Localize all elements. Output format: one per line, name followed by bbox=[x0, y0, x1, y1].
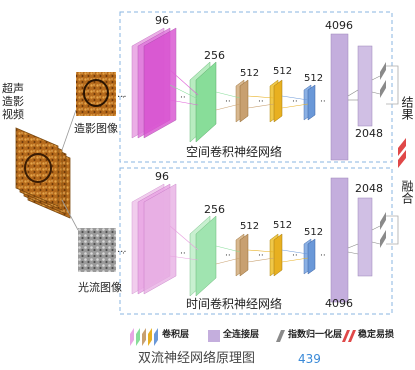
svg-text:·: · bbox=[122, 93, 125, 103]
diagram-caption: 双流神经网络原理图 bbox=[138, 351, 256, 366]
spatial-conv2-size: 256 bbox=[204, 49, 225, 62]
fusion-label: 融合 bbox=[400, 180, 414, 204]
legend-fc-label: 全连接层 bbox=[223, 330, 260, 340]
temporal-conv2-size: 256 bbox=[204, 203, 225, 216]
temporal-norm-layer-a bbox=[380, 212, 386, 230]
contrast-image-thumbnail bbox=[76, 72, 116, 116]
temporal-conv3-layer bbox=[235, 233, 249, 277]
spatial-fc1-size: 4096 bbox=[325, 19, 353, 32]
svg-text:··: ·· bbox=[225, 97, 231, 107]
temporal-fc-4096 bbox=[330, 177, 349, 303]
svg-text:··: ·· bbox=[258, 97, 264, 107]
contrast-image-label: 造影图像 bbox=[74, 122, 118, 135]
svg-text:··: ·· bbox=[292, 97, 298, 107]
temporal-conv2-layer bbox=[189, 215, 217, 297]
spatial-fc-4096 bbox=[330, 33, 349, 161]
temporal-conv5-layer bbox=[303, 238, 316, 275]
legend-norm-label: 指数归一化层 bbox=[288, 330, 343, 340]
legend-norm-swatch bbox=[276, 330, 285, 342]
legend-fc-swatch bbox=[208, 330, 220, 342]
spatial-conv2-layer bbox=[189, 61, 217, 143]
temporal-conv1-size: 96 bbox=[155, 170, 169, 183]
svg-text:··: ·· bbox=[292, 251, 298, 261]
spatial-fc2-size: 2048 bbox=[355, 127, 383, 140]
spatial-conv5-size: 512 bbox=[304, 73, 324, 84]
temporal-norm-layer-b bbox=[380, 230, 386, 248]
legend-conv-label: 卷积层 bbox=[162, 330, 190, 340]
fusion-marker-top bbox=[398, 138, 406, 156]
page-number: 439 bbox=[298, 352, 321, 366]
spatial-conv4-layer bbox=[269, 79, 283, 123]
spatial-conv3-size: 512 bbox=[240, 68, 260, 79]
legend-dropout-label: 稳定易损 bbox=[358, 330, 395, 340]
spatial-norm-layer-b bbox=[380, 80, 386, 98]
svg-text:·: · bbox=[122, 249, 125, 259]
temporal-stream-frame bbox=[119, 167, 393, 315]
svg-text:··: ·· bbox=[180, 249, 186, 259]
svg-text:··: ·· bbox=[320, 251, 326, 261]
temporal-fc2-size: 2048 bbox=[355, 182, 383, 195]
spatial-network-label: 空间卷积神经网络 bbox=[186, 145, 283, 159]
spatial-norm-layer-a bbox=[380, 62, 386, 80]
legend-dropout-swatch bbox=[342, 330, 356, 342]
result-label: 结果 bbox=[400, 96, 414, 120]
temporal-network-label: 时间卷积神经网络 bbox=[186, 297, 283, 311]
temporal-conv3-size: 512 bbox=[240, 221, 260, 232]
svg-text:··: ·· bbox=[180, 93, 186, 103]
svg-text:··: ·· bbox=[225, 251, 231, 261]
ultrasound-video-stack bbox=[15, 127, 71, 219]
legend-conv-swatch bbox=[130, 328, 158, 346]
optical-flow-label: 光流图像 bbox=[78, 281, 122, 294]
temporal-conv4-size: 512 bbox=[273, 220, 293, 231]
svg-text:··: ·· bbox=[320, 97, 326, 107]
temporal-conv1-layer bbox=[131, 183, 177, 295]
spatial-conv1-size: 96 bbox=[155, 14, 169, 27]
spatial-conv3-layer bbox=[235, 79, 249, 123]
spatial-fc-2048 bbox=[357, 45, 373, 127]
optical-flow-thumbnail bbox=[78, 228, 116, 272]
temporal-fc1-size: 4096 bbox=[325, 297, 353, 310]
temporal-conv5-size: 512 bbox=[304, 227, 324, 238]
spatial-conv1-layer bbox=[131, 27, 177, 139]
temporal-conv4-layer bbox=[269, 233, 283, 277]
svg-text:··: ·· bbox=[258, 251, 264, 261]
spatial-conv5-layer bbox=[303, 84, 316, 121]
svg-text:···: ··· bbox=[117, 92, 127, 103]
spatial-stream-frame bbox=[119, 11, 393, 163]
svg-text:···: ··· bbox=[117, 247, 127, 258]
spatial-conv4-size: 512 bbox=[273, 66, 293, 77]
fusion-marker-bottom bbox=[398, 150, 406, 168]
input-video-label: 超声造影视频 bbox=[2, 82, 24, 121]
temporal-fc-2048 bbox=[357, 197, 373, 277]
